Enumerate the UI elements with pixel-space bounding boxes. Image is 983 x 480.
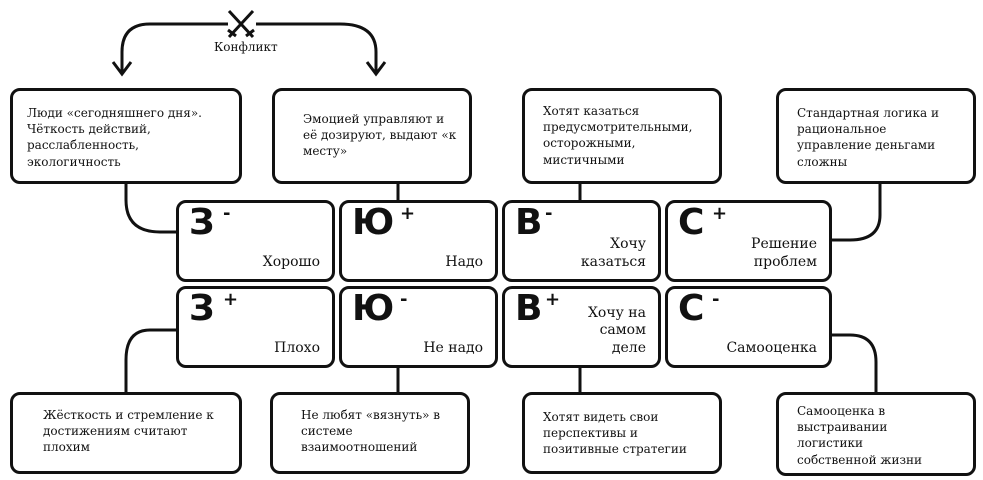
bottom-box-3: Хотят видеть свои перспективы и позитивн… — [522, 392, 722, 474]
cell-sign: - — [223, 203, 231, 224]
cell-sign: - — [712, 289, 720, 310]
cell-label: Хорошо — [262, 253, 320, 270]
connector-top-4 — [832, 182, 882, 242]
cell-letter: Ю — [352, 288, 394, 329]
arrowhead-left — [111, 61, 133, 77]
cell-sign: + — [223, 289, 239, 310]
cell-label: Решение проблем — [751, 236, 817, 270]
cell-label: Плохо — [274, 339, 320, 356]
cell-s-minus: С - Самооценка — [665, 286, 832, 368]
bottom-box-4-text: Самооценка в выстраивании логистики собс… — [797, 404, 922, 467]
top-box-1: Люди «сегодняшнего дня». Чёткость действ… — [10, 88, 242, 184]
cell-label: Не надо — [423, 339, 483, 356]
arrowhead-right — [365, 61, 387, 77]
connector-top-1 — [124, 180, 178, 234]
cell-sign: + — [545, 289, 561, 310]
bottom-box-1: Жёсткость и стремление к достижениям счи… — [10, 392, 242, 474]
top-box-1-text: Люди «сегодняшнего дня». Чёткость действ… — [27, 106, 202, 169]
conflict-arrow-left — [120, 22, 228, 72]
cell-label: Надо — [445, 253, 483, 270]
crossed-swords-icon — [227, 9, 255, 39]
cell-yu-minus: Ю - Не надо — [339, 286, 498, 368]
cell-label: Самооценка — [726, 339, 817, 356]
cell-letter: Ю — [352, 202, 394, 243]
top-box-4-text: Стандартная логика и рациональное управл… — [797, 106, 939, 169]
cell-sign: + — [400, 203, 416, 224]
cell-letter: В — [515, 288, 542, 329]
top-box-2-text: Эмоцией управляют и её дозируют, выдают … — [303, 112, 457, 159]
top-box-3: Хотят казаться предусмотрительными, осто… — [522, 88, 722, 184]
cell-v-plus: В + Хочу на самом деле — [502, 286, 661, 368]
cell-label: Хочу на самом деле — [587, 304, 646, 356]
bottom-box-3-text: Хотят видеть свои перспективы и позитивн… — [543, 410, 687, 457]
cell-letter: З — [189, 202, 215, 243]
connector-bottom-4 — [832, 333, 878, 392]
cell-z-minus: З - Хорошо — [176, 200, 335, 282]
bottom-box-2-text: Не любят «вязнуть» в системе взаимоотнош… — [301, 408, 441, 455]
bottom-box-2: Не любят «вязнуть» в системе взаимоотнош… — [270, 392, 470, 474]
top-box-2: Эмоцией управляют и её дозируют, выдают … — [272, 88, 472, 184]
conflict-label: Конфликт — [214, 40, 278, 54]
top-box-4: Стандартная логика и рациональное управл… — [776, 88, 976, 184]
conflict-arrow-right — [256, 22, 378, 72]
cell-sign: + — [712, 203, 728, 224]
cell-label: Хочу казаться — [580, 236, 646, 270]
cell-letter: С — [678, 288, 704, 329]
cell-sign: - — [545, 203, 553, 224]
cell-letter: З — [189, 288, 215, 329]
connector-bottom-1 — [124, 328, 178, 392]
cell-sign: - — [400, 289, 408, 310]
bottom-box-4: Самооценка в выстраивании логистики собс… — [776, 392, 976, 476]
cell-s-plus: С + Решение проблем — [665, 200, 832, 282]
cell-v-minus: В - Хочу казаться — [502, 200, 661, 282]
top-box-3-text: Хотят казаться предусмотрительными, осто… — [543, 104, 693, 167]
cell-yu-plus: Ю + Надо — [339, 200, 498, 282]
cell-letter: С — [678, 202, 704, 243]
cell-letter: В — [515, 202, 542, 243]
bottom-box-1-text: Жёсткость и стремление к достижениям счи… — [43, 408, 214, 455]
cell-z-plus: З + Плохо — [176, 286, 335, 368]
